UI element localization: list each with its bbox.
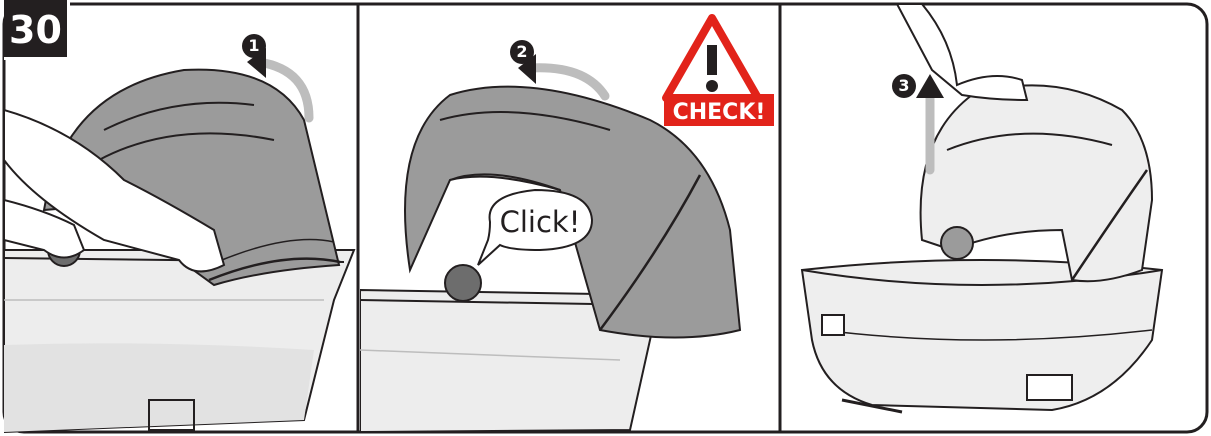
illustration-step-3: [782, 0, 1206, 436]
step-number-badge: 30: [4, 0, 70, 60]
panel-step-3: 3: [782, 0, 1206, 436]
panel-step-1: 30 1: [4, 0, 358, 436]
canopy-knob: [941, 227, 973, 259]
step-number-2: 2: [510, 40, 534, 64]
carry-handle: [822, 315, 844, 335]
hand: [897, 4, 1027, 100]
illustration-step-2: Click! CHECK!: [360, 0, 778, 436]
click-text: Click!: [500, 205, 581, 239]
base-clip: [1027, 375, 1072, 400]
step-number-3: 3: [892, 74, 916, 98]
illustration-step-1: [4, 0, 358, 436]
panel-step-2: Click! CHECK! 2: [360, 0, 778, 436]
check-label: CHECK!: [673, 100, 766, 125]
step-number-1: 1: [242, 34, 266, 58]
warning-check-sign: CHECK!: [664, 18, 774, 126]
canopy-knob: [445, 265, 481, 301]
